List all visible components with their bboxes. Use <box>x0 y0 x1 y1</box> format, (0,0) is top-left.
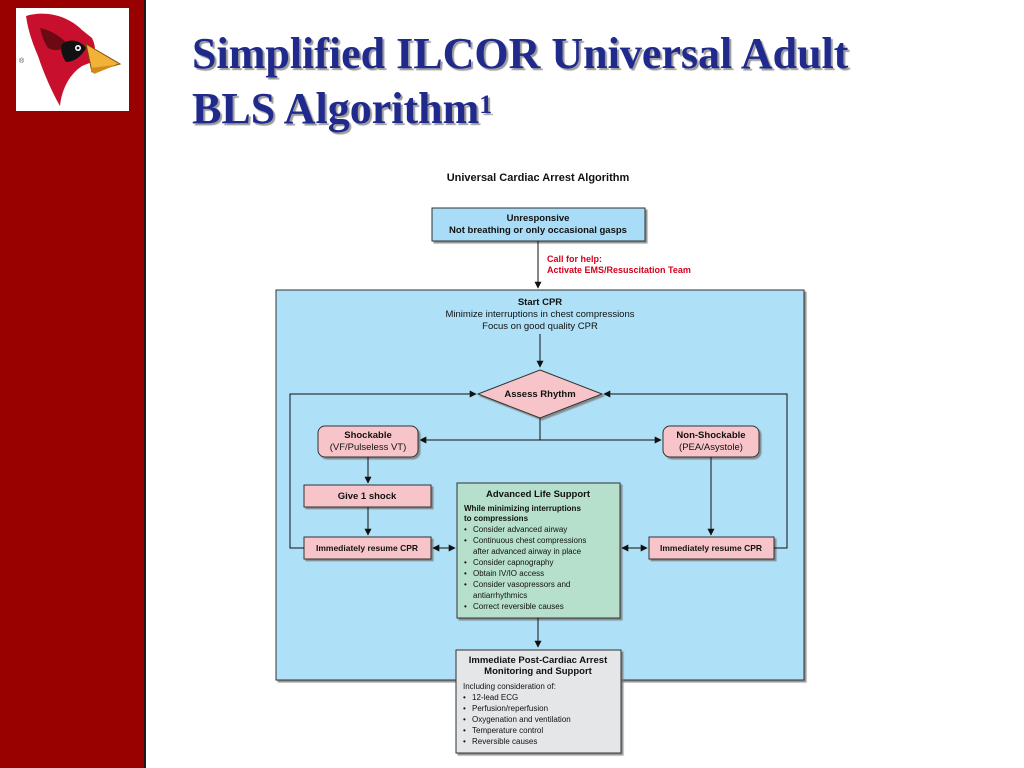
post-bullet: • <box>463 704 466 713</box>
resume-cpr-right-label: Immediately resume CPR <box>660 543 762 553</box>
post-item: Reversible causes <box>472 737 537 746</box>
post-item: Oxygenation and ventilation <box>472 715 571 724</box>
als-item: Consider vasopressors and <box>473 580 570 589</box>
post-bullet: • <box>463 726 466 735</box>
als-bullet: • <box>464 536 467 545</box>
shockable-sub: (VF/Pulseless VT) <box>330 442 407 453</box>
title-line-1: Simplified ILCOR Universal Adult <box>192 29 849 78</box>
als-item: Obtain IV/IO access <box>473 569 544 578</box>
post-item: 12-lead ECG <box>472 693 518 702</box>
post-bullet: • <box>463 737 466 746</box>
post-arrest-list: • 12-lead ECG • Perfusion/reperfusion • … <box>463 693 571 746</box>
post-arrest-title-1: Immediate Post-Cardiac Arrest <box>469 655 608 666</box>
post-bullet: • <box>463 715 466 724</box>
als-bullet: • <box>464 602 467 611</box>
als-bullet: • <box>464 525 467 534</box>
sidebar-band <box>0 0 146 768</box>
unresponsive-line-2: Not breathing or only occasional gasps <box>449 225 627 236</box>
post-arrest-intro: Including consideration of: <box>463 682 556 691</box>
unresponsive-line-1: Unresponsive <box>507 213 570 224</box>
als-item: Continuous chest compressions <box>473 536 586 545</box>
als-item: Consider capnography <box>473 558 554 567</box>
start-cpr-title: Start CPR <box>518 297 562 308</box>
diagram-heading: Universal Cardiac Arrest Algorithm <box>447 172 630 184</box>
resume-cpr-left-label: Immediately resume CPR <box>316 543 418 553</box>
als-title: Advanced Life Support <box>486 489 591 500</box>
post-item: Perfusion/reperfusion <box>472 704 548 713</box>
als-bullet: • <box>464 558 467 567</box>
assess-rhythm-label: Assess Rhythm <box>504 389 575 400</box>
loop-right-to-assess <box>603 390 788 549</box>
post-arrest-title-2: Monitoring and Support <box>484 666 592 677</box>
call-for-help-line-2: Activate EMS/Resuscitation Team <box>547 265 691 275</box>
loop-left-to-assess <box>289 390 477 549</box>
post-arrest-box <box>455 649 622 754</box>
start-cpr-line-2: Focus on good quality CPR <box>482 321 598 332</box>
als-intro-2: to compressions <box>464 514 529 523</box>
als-intro-1: While minimizing interruptions <box>464 504 581 513</box>
als-item: after advanced airway in place <box>473 547 582 556</box>
post-bullet: • <box>463 693 466 702</box>
als-list: • Consider advanced airway • Continuous … <box>464 525 586 611</box>
post-item: Temperature control <box>472 726 543 735</box>
shockable-title: Shockable <box>344 430 392 441</box>
non-shockable-title: Non-Shockable <box>676 430 745 441</box>
als-box <box>456 482 621 619</box>
call-for-help-line-1: Call for help: <box>547 254 602 264</box>
slide-title: Simplified ILCOR Universal Adult BLS Alg… <box>192 26 848 136</box>
non-shockable-sub: (PEA/Asystole) <box>679 442 743 453</box>
give-shock-label: Give 1 shock <box>338 491 397 502</box>
als-bullet: • <box>464 569 467 578</box>
als-item: antiarrhythmics <box>473 591 527 600</box>
cardinal-head-icon <box>26 13 122 106</box>
als-bullet: • <box>464 580 467 589</box>
unresponsive-box <box>431 207 646 242</box>
start-cpr-line-1: Minimize interruptions in chest compress… <box>445 309 634 320</box>
registered-mark: ® <box>19 58 25 65</box>
als-item: Correct reversible causes <box>473 602 564 611</box>
title-footnote: 1 <box>479 90 493 119</box>
logo: ® <box>16 8 129 111</box>
title-line-2: BLS Algorithm <box>192 84 480 133</box>
als-item: Consider advanced airway <box>473 525 567 534</box>
